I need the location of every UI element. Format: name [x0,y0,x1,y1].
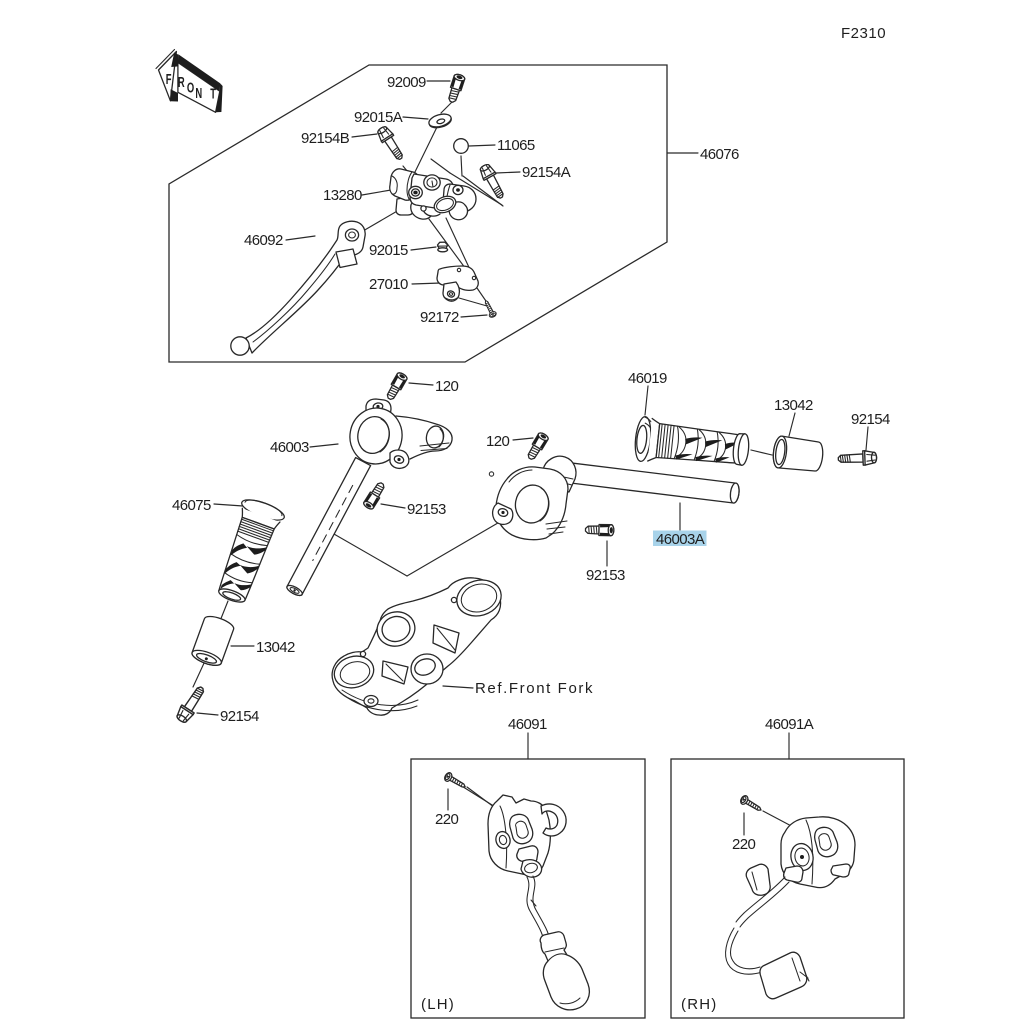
svg-text:R: R [178,74,185,91]
svg-text:27010: 27010 [369,276,408,293]
svg-text:92154: 92154 [220,708,259,725]
svg-text:92154A: 92154A [522,164,571,181]
svg-text:46076: 46076 [700,146,739,163]
svg-text:92172: 92172 [420,309,459,326]
svg-text:46092: 46092 [244,232,283,249]
svg-text:92153: 92153 [407,501,446,518]
svg-text:120: 120 [486,433,509,450]
svg-text:(RH): (RH) [681,996,717,1013]
svg-text:92009: 92009 [387,74,426,91]
svg-text:T: T [210,86,216,103]
svg-text:46075: 46075 [172,497,211,514]
svg-text:13280: 13280 [323,187,362,204]
svg-text:13042: 13042 [256,639,295,656]
svg-text:92015: 92015 [369,242,408,259]
svg-text:Ref.Front Fork: Ref.Front Fork [475,680,594,697]
svg-text:92154: 92154 [851,411,890,428]
svg-text:O: O [187,79,194,96]
svg-text:46091: 46091 [508,716,547,733]
svg-text:13042: 13042 [774,397,813,414]
svg-text:F2310: F2310 [841,25,886,42]
svg-text:92154B: 92154B [301,130,350,147]
svg-text:11065: 11065 [497,137,535,154]
svg-text:220: 220 [732,836,755,853]
svg-text:46019: 46019 [628,370,667,387]
svg-text:(LH): (LH) [421,996,455,1013]
svg-text:F: F [166,71,172,88]
svg-text:46091A: 46091A [765,716,814,733]
svg-text:220: 220 [435,811,458,828]
svg-text:46003: 46003 [270,439,309,456]
svg-text:92153: 92153 [586,567,625,584]
svg-text:46003A: 46003A [656,531,705,548]
svg-text:92015A: 92015A [354,109,403,126]
svg-text:N: N [195,85,202,102]
svg-text:120: 120 [435,378,458,395]
